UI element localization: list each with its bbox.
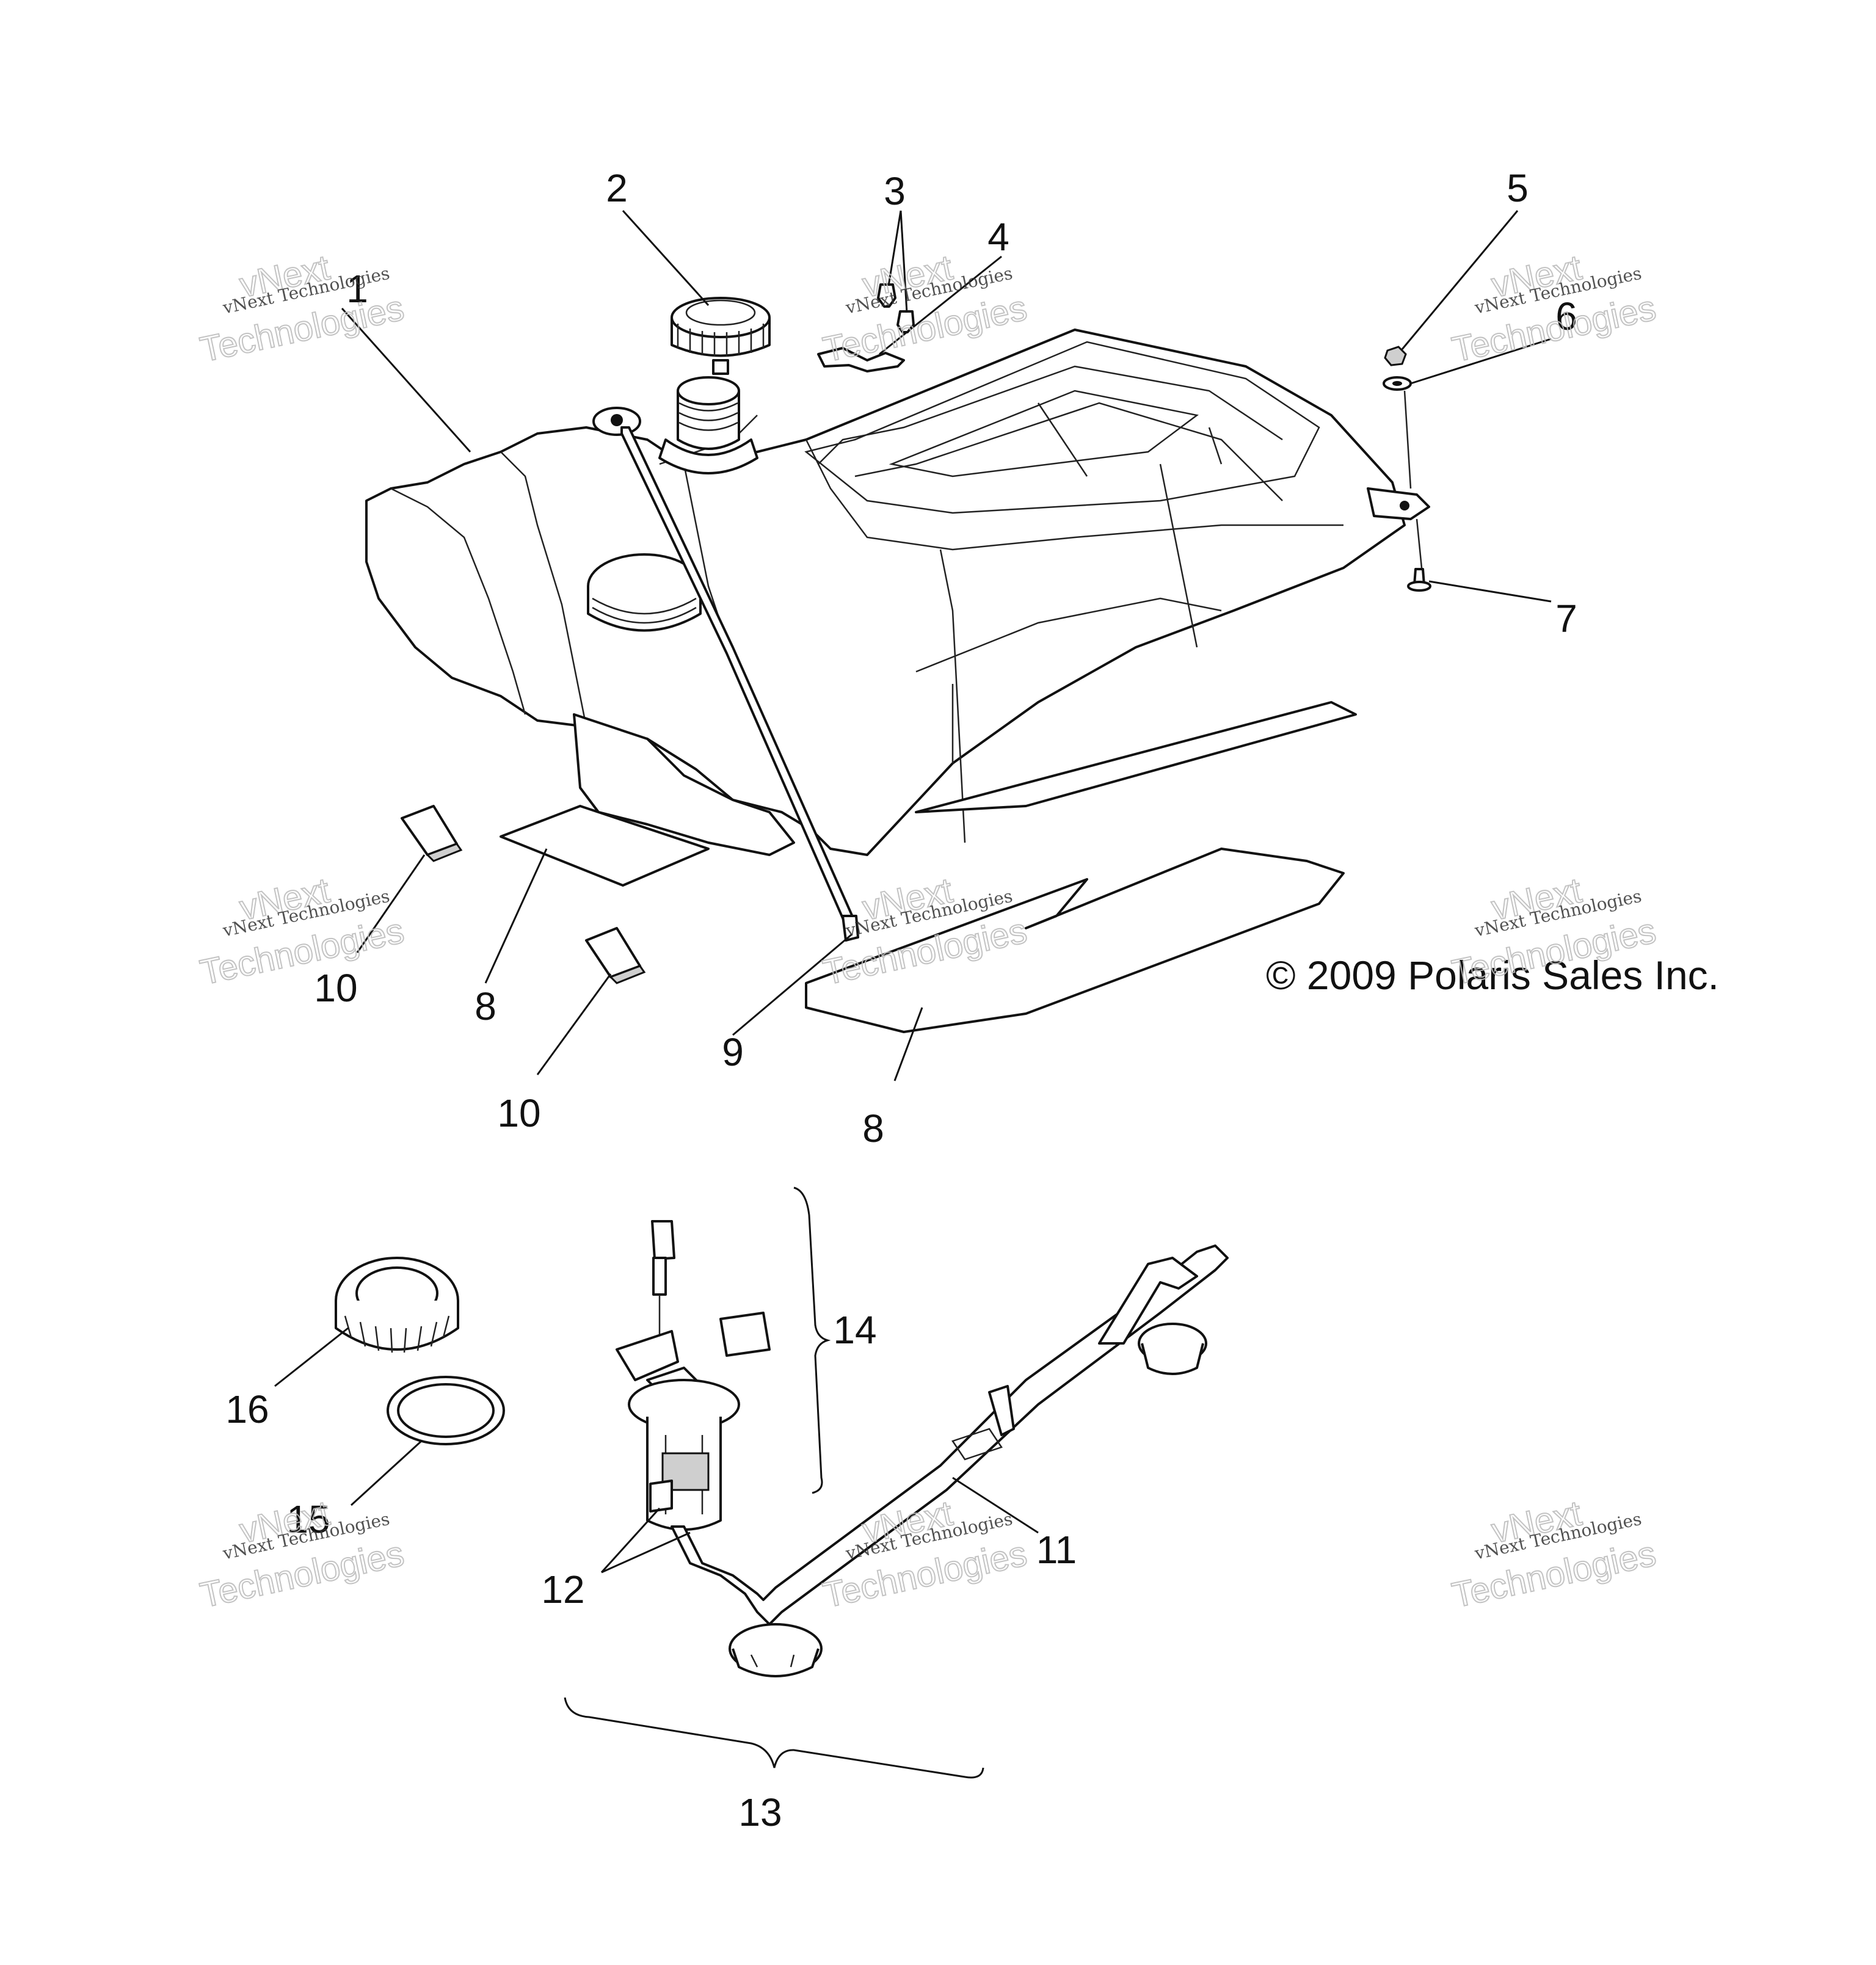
watermark-mid-center: vNext vNext Technologies Technologies [819, 870, 1031, 993]
callout-2: 2 [606, 166, 628, 210]
fuel-pump-module [616, 1220, 771, 1531]
clips [877, 283, 915, 333]
callout-9: 9 [722, 1030, 744, 1074]
copyright-notice: © 2009 Polaris Sales Inc. [1266, 953, 1719, 998]
callout-16: 16 [225, 1387, 269, 1431]
callout-10b: 10 [497, 1091, 540, 1135]
lock-ring [335, 1257, 459, 1353]
callout-14: 14 [833, 1308, 876, 1352]
watermark-mid-left: vNext vNext Technologies Technologies [196, 870, 408, 993]
callout-8b: 8 [862, 1106, 884, 1150]
fuel-lines [671, 1244, 1229, 1677]
vent-hose [620, 426, 859, 942]
watermark-bottom-left: vNext vNext Technologies Technologies [196, 1492, 408, 1616]
watermark-top-center: vNext vNext Technologies Technologies [819, 247, 1031, 370]
callout-5: 5 [1507, 166, 1529, 210]
callout-15: 15 [286, 1497, 330, 1541]
callout-6: 6 [1555, 294, 1577, 338]
callout-3: 3 [884, 169, 906, 213]
callout-11: 11 [1036, 1528, 1077, 1572]
watermark-bottom-right: vNext vNext Technologies Technologies [1448, 1492, 1660, 1616]
leader-lines [274, 209, 1552, 1574]
pads [401, 701, 1357, 1033]
fuel-cap [671, 297, 771, 375]
bracket [817, 347, 905, 372]
bracket-13 [564, 1697, 984, 1779]
callout-4: 4 [987, 215, 1009, 259]
gasket [387, 1376, 505, 1445]
callout-labels: 1 2 3 4 5 6 7 8 8 9 10 10 11 12 13 14 15… [225, 166, 1577, 1834]
hardware [1383, 346, 1431, 592]
fuel-tank [365, 329, 1430, 856]
watermark-top-left: vNext vNext Technologies Technologies [196, 247, 408, 370]
callout-7: 7 [1555, 597, 1577, 641]
callout-1: 1 [346, 267, 368, 311]
callout-13: 13 [738, 1790, 782, 1834]
callout-12: 12 [541, 1567, 584, 1611]
watermark-top-right: vNext vNext Technologies Technologies [1448, 247, 1660, 370]
callout-8a: 8 [474, 984, 496, 1028]
bracket-14 [793, 1186, 831, 1494]
callout-10a: 10 [314, 966, 357, 1010]
